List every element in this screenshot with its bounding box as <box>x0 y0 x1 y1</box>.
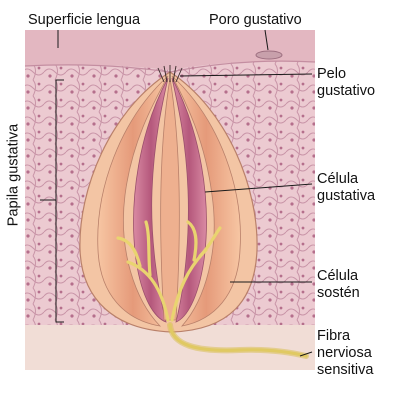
label-celula-gustativa: Célula gustativa <box>317 171 375 205</box>
taste-pore <box>255 50 283 60</box>
nerve-trunk <box>167 322 309 359</box>
label-poro-gustativo: Poro gustativo <box>209 12 302 28</box>
label-fibra-line2: nerviosa <box>317 345 372 361</box>
label-sosten-line1: Célula <box>317 268 359 284</box>
label-fibra-line3: sensitiva <box>317 362 374 378</box>
label-sosten-line2: sostén <box>317 285 360 301</box>
leader-lines <box>40 29 313 357</box>
taste-hairs <box>157 65 183 83</box>
label-celula-sosten: Célula sostén <box>317 268 360 302</box>
label-pelo-line1: Pelo <box>317 66 347 82</box>
bud-cells <box>97 75 241 327</box>
label-papila-gustativa: Papila gustativa <box>5 123 22 227</box>
label-pelo-line2: gustativo <box>317 83 376 99</box>
label-fibra-nerviosa: Fibra nerviosa sensitiva <box>317 328 373 379</box>
label-fibra-line1: Fibra <box>317 328 351 344</box>
label-celula-line2: gustativa <box>317 188 376 204</box>
label-pelo-gustativo: Pelo gustativo <box>317 66 375 100</box>
label-superficie-lengua: Superficie lengua <box>28 12 141 28</box>
label-celula-line1: Célula <box>317 171 359 187</box>
tongue-surface <box>25 30 315 70</box>
